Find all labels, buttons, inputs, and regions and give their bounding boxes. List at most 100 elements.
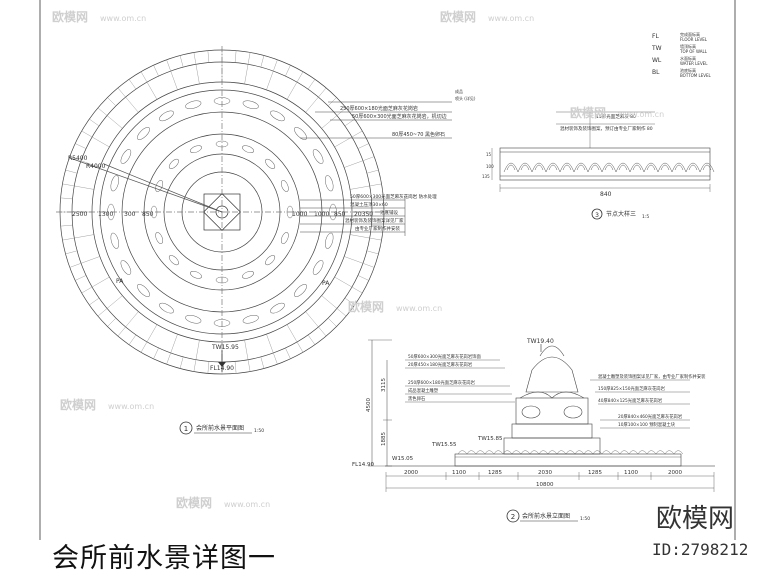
plan-radius-label-2: R4000 [86, 163, 106, 170]
plan-dim-5: 1000 [292, 211, 307, 218]
elev-h-2: 1885 [381, 432, 387, 446]
plan-leaders [300, 101, 452, 236]
plan-dim-8: 20350 [354, 211, 373, 218]
plan-callout-top: 成品 [455, 88, 463, 94]
plan-fl-level: FL14.90 [210, 365, 234, 372]
elev-basin-wall [454, 453, 682, 467]
plan-text: R5400 R4000 PA PA TW15.95 FL14.90 成品 喷头 … [68, 88, 476, 372]
elev-left-note-1: 50厚600×300光面芝麻灰花岗岩饰面 [408, 353, 481, 360]
plan-caption-circle [179, 421, 193, 435]
plan-caption: 1 会所前水景平面图 1:50 [179, 421, 264, 435]
plan-dim-6: 1000 [314, 211, 329, 218]
plan-callout-5: 混凝土压顶30×60 [350, 201, 388, 208]
plan-callout-1: 250厚600×180光面芝麻灰花岗岩 [340, 105, 418, 112]
brand-logo-text: 欧模网 [656, 504, 735, 534]
plan-callout-top2: 喷头 (详见) [455, 95, 476, 101]
detail-3-pattern [503, 162, 715, 173]
plan-dim-4: 850 [142, 211, 154, 218]
elev-level-tw1: TW15.85 [477, 436, 503, 442]
legend-code-tw: TW [651, 45, 662, 52]
detail-3-caption-title: 节点大样三 [606, 210, 636, 218]
elev-caption-scale: 1:50 [580, 516, 590, 522]
detail-3-dim-width: 840 [600, 191, 612, 198]
plan-dim-1: 2500 [72, 211, 87, 218]
plan-callout-2: 50厚600×300光面芝麻灰花岗岩，机切边 [352, 113, 447, 120]
legend-en-bl: BOTTOM LEVEL [680, 73, 712, 78]
elev-dim-6: 1100 [624, 470, 638, 476]
elev-dim-7: 2000 [668, 470, 682, 476]
plan-view [56, 46, 452, 375]
plan-caption-scale: 1:50 [254, 428, 264, 434]
elevation-caption: 2 会所前水景立面图 1:50 [506, 509, 590, 523]
elev-hdim-ticks [385, 472, 715, 492]
elev-h-total: 4500 [366, 398, 372, 412]
plan-dim-3: 300 [124, 211, 136, 218]
detail-3-dim-h1: 15 [486, 152, 492, 157]
elev-dim-5: 1285 [588, 470, 602, 476]
elev-level-fl: FL14.90 [352, 462, 374, 468]
plan-dim-7: 850 [334, 211, 346, 218]
elev-caption-title: 会所前水景立面图 [522, 512, 570, 520]
legend-en-wl: WATER LEVEL [680, 61, 708, 66]
elev-dim-3: 1285 [488, 470, 502, 476]
elev-left-note-2: 20厚450×180光面芝麻灰花岗岩 [408, 361, 473, 368]
elevation-view [368, 339, 715, 492]
elev-left-note-5: 黑色卵石 [408, 395, 426, 402]
elev-level-w: W15.05 [392, 456, 414, 462]
elev-dim-2: 1100 [452, 470, 466, 476]
elev-sculpture-top [539, 345, 565, 357]
detail-3-caption: 3 节点大样三 1:5 [591, 208, 649, 220]
detail-3-dim-h3: 135 [482, 174, 490, 179]
sheet-title: 会所前水景详图一 [52, 543, 276, 574]
legend-code-bl: BL [652, 69, 660, 76]
detail-3-caption-scale: 1:5 [642, 214, 649, 220]
legend-cn-bl: 池底标高 [680, 67, 696, 73]
plan-pa-label-2: PA [322, 280, 330, 287]
plan-tw-level: TW15.95 [211, 344, 239, 351]
elev-left-note-3: 250厚600×180光面芝麻灰花岗岩 [408, 379, 476, 386]
detail-3-note-1: 15厚光面芝麻灰 80 [596, 113, 636, 120]
legend-en-fl: FLOOR LEVEL [680, 37, 708, 42]
legend: FL 完成面标高 FLOOR LEVEL TW 墙顶标高 TOP OF WALL… [651, 31, 712, 78]
plan-callout-6: 池底铺设 [380, 209, 398, 216]
elev-right-note-3: 40厚840×125光面芝麻灰花岗岩 [598, 397, 663, 404]
plan-caption-no: 1 [184, 425, 188, 433]
elev-sculpture-body [525, 356, 579, 393]
legend-cn-wl: 水面标高 [680, 55, 696, 61]
legend-cn-tw: 墙顶标高 [680, 43, 696, 49]
elev-pedestal-upper [515, 397, 589, 425]
plan-pa-label-1: PA [116, 278, 124, 285]
detail-3-band [499, 147, 711, 181]
detail-3-text: 15厚光面芝麻灰 80 混材装饰及装饰图案，预订由专业厂家制作 80 840 1… [482, 113, 653, 198]
legend-cn-fl: 完成面标高 [680, 31, 700, 37]
plan-callout-7: 混材装饰及装饰图案详见厂家 [345, 217, 404, 224]
elev-left-note-4: 成品混凝土雕塑 [408, 387, 439, 394]
plan-dim-2: 1300 [98, 211, 113, 218]
plan-dims: 2500 1300 300 850 1000 1000 850 20350 [72, 211, 373, 218]
plan-radius-line-2 [103, 163, 223, 213]
plan-callout-4: 50厚600×300光面芝麻灰花岗岩 防水处理 [350, 193, 437, 200]
brand-id: ID:2798212 [652, 540, 749, 559]
plan-radius-line-1 [69, 157, 223, 213]
detail-3-caption-circle [591, 208, 603, 220]
elev-pedestal-mid [511, 423, 593, 439]
elev-dim-1: 2000 [404, 470, 418, 476]
legend-en-tw: TOP OF WALL [679, 49, 708, 54]
elev-right-note-1: 混凝土雕塑及装饰图案详见厂家，由专业厂家制作并安装 [598, 373, 706, 380]
elev-dim-total: 10800 [536, 482, 554, 488]
elev-right-note-4: 20厚840×460光面芝麻灰花岗岩 [618, 413, 683, 420]
detail-3-note-2: 混材装饰及装饰图案，预订由专业厂家制作 80 [560, 125, 653, 132]
elev-dim-4: 2030 [538, 470, 552, 476]
plan-callout-8: 由专业厂家制作并安装 [355, 225, 400, 232]
legend-code-fl: FL [652, 33, 659, 40]
elev-sculpture-scroll [519, 391, 585, 399]
plan-callout-3: 80厚450~70 黑色卵石 [392, 131, 445, 138]
elev-right-note-2: 150厚825×150光面芝麻灰花岗岩 [598, 385, 666, 392]
elev-caption-no: 2 [511, 513, 515, 521]
plan-radius-label-1: R5400 [68, 155, 88, 162]
